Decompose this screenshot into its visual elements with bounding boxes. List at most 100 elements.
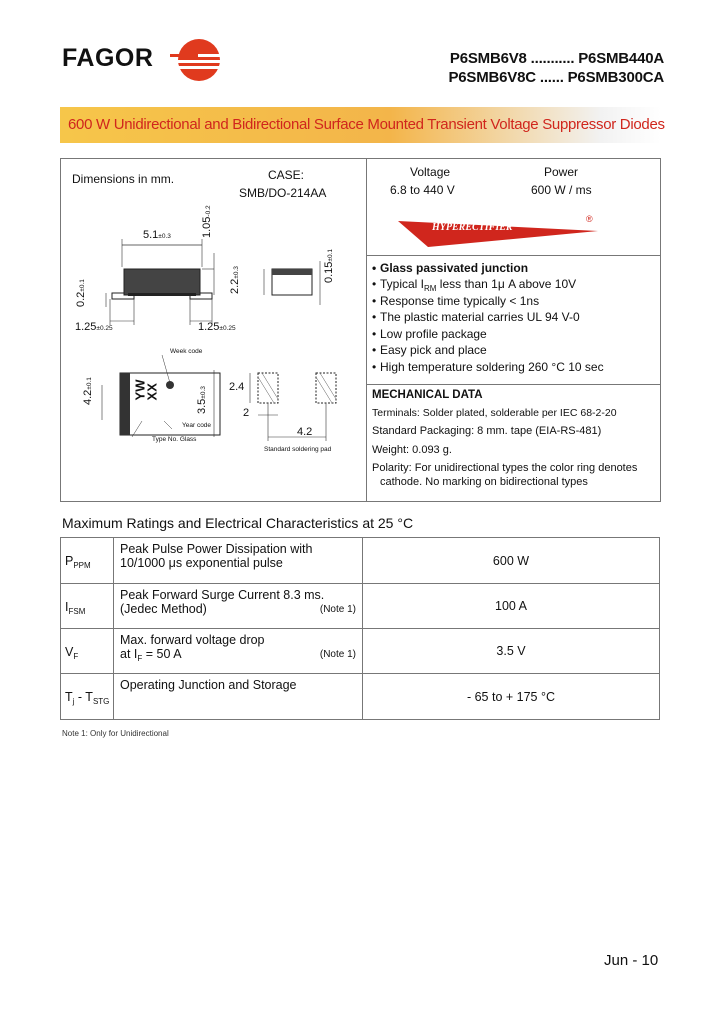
symbol: P [65, 554, 74, 568]
description-cell: Operating Junction and Storage [113, 673, 363, 720]
label-year-code: Year code [182, 422, 212, 429]
description-line-1: Peak Pulse Power Dissipation with [120, 542, 313, 556]
divider-features-mechanical [367, 384, 660, 385]
part-number-range-1: P6SMB6V8 ........... P6SMB440A [449, 50, 664, 67]
feature-low-profile: •Low profile package [372, 327, 487, 341]
feature-leakage-sub: RM [424, 284, 437, 293]
dim-foot-left-value: 1.25 [75, 321, 97, 333]
table-row: PPPM Peak Pulse Power Dissipation with 1… [60, 537, 660, 584]
dim-body-height-tol: ±0.3 [233, 266, 240, 279]
ratings-table: PPPM Peak Pulse Power Dissipation with 1… [60, 537, 660, 720]
power-value: 600 W / ms [531, 183, 592, 197]
dim-height-right-value: 1.05 [201, 216, 213, 238]
feature-low-profile-text: Low profile package [380, 327, 487, 341]
table-row: IFSM Peak Forward Surge Current 8.3 ms. … [60, 583, 660, 629]
voltage-value: 6.8 to 440 V [390, 183, 455, 197]
company-logo-text: FAGOR [62, 44, 154, 72]
pad-height: 2.4 [229, 381, 245, 393]
mechanical-terminals: Terminals: Solder plated, solderable per… [372, 407, 617, 419]
symbol-sub: FSM [68, 607, 86, 616]
feature-pick-place-text: Easy pick and place [380, 343, 487, 357]
description-line-2: (Jedec Method) [120, 602, 207, 616]
package-outline-drawing [101, 239, 337, 441]
dim-foot-right: 1.25±0.25 [198, 321, 236, 333]
feature-response: •Response time typically < 1ns [372, 294, 540, 308]
feature-leakage-post: less than 1μ A above 10V [436, 277, 577, 291]
spec-box-divider [366, 158, 367, 502]
pad-span: 4.2 [297, 426, 313, 438]
value-cell: 100 A [362, 583, 660, 629]
dim-lead-thickness-value: 0.15 [323, 261, 335, 283]
feature-ul94: •The plastic material carries UL 94 V-0 [372, 310, 580, 324]
divider-specs-features [367, 255, 660, 256]
symbol-sub: PPM [73, 561, 91, 570]
description-line-1: Operating Junction and Storage [120, 678, 297, 692]
brand-registered: ® [586, 214, 593, 224]
description-line-1: Peak Forward Surge Current 8.3 ms. [120, 588, 325, 602]
title-banner: 600 W Unidirectional and Bidirectional S… [60, 107, 665, 143]
description-cell: Peak Pulse Power Dissipation with 10/100… [113, 537, 363, 584]
brand-badge: HYPERECTIFIER [432, 222, 513, 233]
value-cell: 600 W [362, 537, 660, 584]
feature-heading: •Glass passivated junction [372, 261, 529, 275]
dim-side-height-tol: ±0.3 [200, 386, 207, 399]
description-line-2-sub: F [137, 654, 143, 663]
dim-foot-right-value: 1.25 [198, 321, 220, 333]
spec-box [60, 158, 661, 502]
dim-foot-left: 1.25±0.25 [75, 321, 113, 333]
feature-pick-place: •Easy pick and place [372, 343, 487, 357]
value-cell: - 65 to + 175 °C [362, 673, 660, 720]
symbol-2: - T [74, 690, 93, 704]
description-line-2-pre: at I [120, 647, 138, 661]
mechanical-heading: MECHANICAL DATA [372, 389, 483, 401]
symbol-cell: VF [60, 628, 114, 674]
dim-lead-thickness: 0.15±0.1 [323, 249, 335, 283]
dim-foot-right-tol: ±0.25 [219, 325, 236, 332]
feature-soldering: •High temperature soldering 260 °C 10 se… [372, 360, 604, 374]
symbol-sub: j [72, 697, 75, 706]
dim-body-height-value: 2.2 [229, 278, 241, 294]
feature-leakage-pre: Typical I [380, 277, 425, 291]
dim-height-right: 1.05-0.2 [201, 205, 213, 238]
feature-soldering-text: High temperature soldering 260 °C 10 sec [380, 360, 604, 374]
dim-lead-thickness-tol: ±0.1 [327, 248, 334, 262]
description-cell: Peak Forward Surge Current 8.3 ms. (Jede… [113, 583, 363, 629]
pad-label: Standard soldering pad [264, 446, 332, 453]
dim-lead-left: 0.2±0.1 [75, 279, 87, 307]
dim-lead-left-tol: ±0.1 [79, 279, 86, 292]
description-line-2: at IF = 50 A [120, 647, 356, 663]
feature-response-text: Response time typically < 1ns [380, 294, 540, 308]
dim-body-height: 2.2±0.3 [229, 266, 241, 294]
description-line-2: 10/1000 μs exponential pulse [120, 556, 283, 570]
description-line-2-post: = 50 A [142, 647, 182, 661]
symbol-cell: PPPM [60, 537, 114, 584]
dim-side-width-tol: ±0.1 [86, 377, 93, 390]
document-title: 600 W Unidirectional and Bidirectional S… [68, 116, 665, 133]
marking-code: YW XX [132, 380, 160, 401]
dim-side-height: 3.5±0.3 [196, 386, 208, 414]
dim-side-height-value: 3.5 [196, 398, 208, 414]
mechanical-polarity-1: Polarity: For unidirectional types the c… [372, 462, 638, 474]
value-cell: 3.5 V [362, 628, 660, 674]
marking-line-2: XX [144, 383, 160, 401]
dim-side-width: 4.2±0.1 [82, 377, 94, 405]
dim-top-width: 5.1±0.3 [143, 229, 171, 241]
symbol: T [65, 690, 73, 704]
symbol-sub: F [73, 652, 79, 661]
row-note: (Note 1) [319, 604, 356, 615]
dim-top-width-value: 5.1 [143, 229, 159, 241]
symbol-2-sub: STG [92, 697, 110, 706]
feature-heading-text: Glass passivated junction [380, 261, 529, 275]
dim-foot-left-tol: ±0.25 [96, 325, 113, 332]
label-type-glass: Type No. Glass [152, 436, 197, 443]
dim-height-right-tol: -0.2 [205, 205, 212, 217]
symbol: V [65, 645, 74, 659]
pad-width: 2 [243, 407, 250, 419]
label-week-code: Week code [170, 348, 203, 355]
description-line-1: Max. forward voltage drop [120, 633, 265, 647]
mechanical-packaging: Standard Packaging: 8 mm. tape (EIA-RS-4… [372, 425, 602, 437]
fagor-logo-icon [168, 39, 230, 81]
table-row: VF Max. forward voltage drop at IF = 50 … [60, 628, 660, 674]
table-footnote: Note 1: Only for Unidirectional [62, 729, 169, 738]
part-number-range-2: P6SMB6V8C ...... P6SMB300CA [448, 69, 664, 86]
